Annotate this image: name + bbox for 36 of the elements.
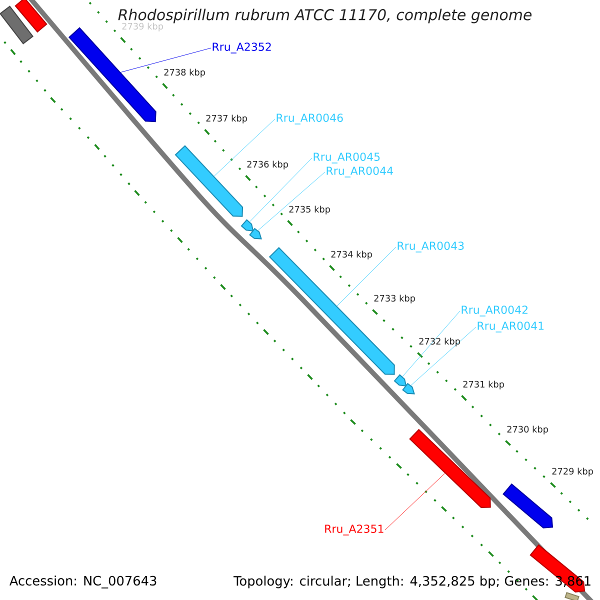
tick-label: 2731 kbp [463, 380, 504, 390]
gene-label: Rru_AR0041 [478, 322, 544, 332]
gene-label: Rru_A2351 [325, 524, 384, 536]
gene-label: Rru_AR0044 [326, 166, 393, 178]
gene-feature [409, 428, 491, 508]
leader-line [214, 118, 276, 176]
leader-line [258, 172, 326, 231]
leader-line [410, 326, 476, 386]
leader-line [249, 158, 312, 222]
tick-label: 2738 kbp [164, 68, 206, 78]
title: Rhodospirillum rubrum ATCC 11170, complete genome [118, 8, 532, 24]
tick-label: 2729 kbp [552, 468, 594, 476]
tick-label: 2734 kbp [331, 250, 372, 260]
leader-line [336, 246, 396, 306]
tick-label: 2730 kbp [507, 426, 548, 434]
gene-feature [402, 382, 415, 394]
gene-bar [564, 592, 580, 600]
gene-feature [268, 247, 395, 375]
tick-label: 2739 kbp [122, 22, 164, 32]
gene-label: Rru_AR0045 [314, 152, 380, 164]
gene-label: Rru_AR0043 [398, 242, 464, 252]
gene-feature [249, 228, 262, 240]
gene-feature [174, 145, 244, 217]
gene-label: Rru_A2352 [212, 42, 271, 54]
leader-line [384, 473, 446, 530]
leader-line [120, 48, 212, 73]
gene-bar [0, 6, 34, 44]
gene-label: Rru_AR0042 [462, 306, 528, 316]
tick-label: 2733 kbp [374, 294, 416, 304]
gene-label: Rru_AR0046 [276, 114, 343, 124]
leader-line [402, 310, 460, 377]
gene-feature [502, 483, 554, 528]
footer-text: Accession: NC_007643 [8, 574, 158, 590]
tick-label: 2735 kbp [289, 206, 330, 214]
tick-label: 2737 kbp [206, 114, 248, 124]
tick-label: 2732 kbp [419, 338, 460, 346]
